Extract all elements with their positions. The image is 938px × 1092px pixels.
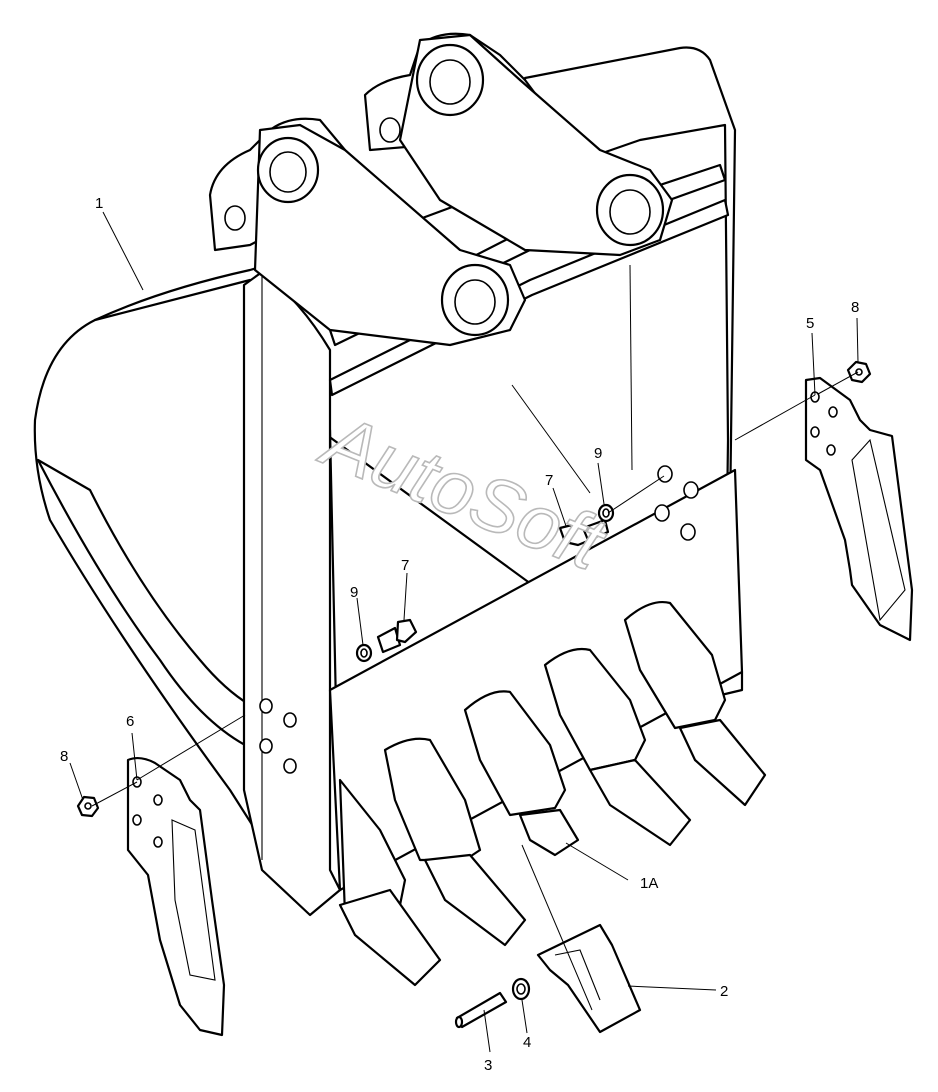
- bolt-7-upper: [558, 518, 610, 547]
- callout-labels: 1 1A 2 3 4 5 6 7 7 8 8 9 9: [60, 195, 859, 1074]
- washer-4: [511, 977, 531, 1001]
- tooth-tip-2: [536, 923, 642, 1034]
- callout-2: 2: [720, 983, 728, 1000]
- callout-3: 3: [484, 1057, 492, 1074]
- callout-9-lower: 9: [350, 584, 358, 601]
- callout-8-left: 8: [60, 748, 68, 765]
- bolt-7-lower: [376, 618, 418, 654]
- nut-8-left: [76, 795, 100, 818]
- nut-8-right: [846, 360, 872, 384]
- pin-3: [454, 991, 508, 1029]
- teeth-row: [338, 601, 767, 987]
- callout-1a: 1A: [640, 875, 658, 892]
- washer-9-upper: [597, 503, 615, 523]
- bucket-body: [33, 32, 744, 917]
- side-cutter-right: [804, 376, 914, 642]
- callout-4: 4: [523, 1034, 531, 1051]
- leader-lines: [69, 211, 859, 1053]
- callout-7-lower: 7: [401, 557, 409, 574]
- callout-8-right: 8: [851, 299, 859, 316]
- callout-1: 1: [95, 195, 103, 212]
- callout-5: 5: [806, 315, 814, 332]
- callout-7-upper: 7: [545, 472, 553, 489]
- callout-9-upper: 9: [594, 445, 602, 462]
- side-cutter-left: [126, 756, 226, 1037]
- callout-6: 6: [126, 713, 134, 730]
- washer-9-lower: [355, 643, 373, 663]
